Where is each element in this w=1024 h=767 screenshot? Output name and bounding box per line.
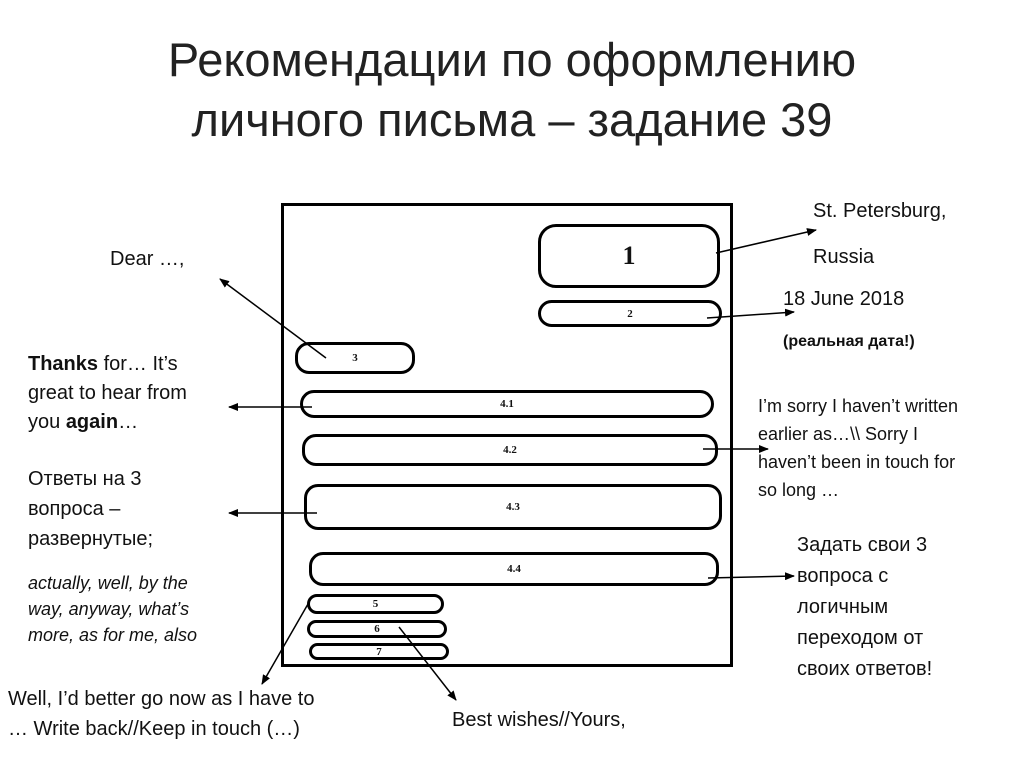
slot-5: 5 <box>307 594 444 614</box>
arrow-greeting <box>219 278 327 359</box>
answers-line-2: вопроса – <box>28 498 121 520</box>
address-country: Russia <box>813 246 875 268</box>
linkers-text: actually, well, by the way, anyway, what… <box>28 570 197 648</box>
answers-line-3: развернутые; <box>28 528 154 550</box>
questions-line-2: вопроса с <box>797 565 889 587</box>
questions-line-1: Задать свои 3 <box>797 534 928 556</box>
thanks-line-1: Thanks for… It’s <box>28 350 187 379</box>
slot-6: 6 <box>307 620 447 638</box>
letter-frame <box>281 203 733 667</box>
sorry-line-4: so long … <box>758 480 840 500</box>
thanks-line-3: you again… <box>28 408 187 437</box>
arrow-signoff <box>398 626 457 701</box>
linkers-line-1: actually, well, by the <box>28 573 188 593</box>
page-title: Рекомендации по оформлению личного письм… <box>0 30 1024 150</box>
closing-text: Well, I’d better go now as I have to … W… <box>8 684 314 744</box>
date-text: 18 June 2018 <box>783 288 905 310</box>
title-line-2: личного письма – задание 39 <box>191 93 833 146</box>
answers-line-1: Ответы на 3 <box>28 468 142 490</box>
slot-2-date: 2 <box>538 300 722 327</box>
questions-line-4: переходом от <box>797 627 924 649</box>
slot-1-address: 1 <box>538 224 720 288</box>
signoff-text: Best wishes//Yours, <box>452 709 626 731</box>
linkers-line-2: way, anyway, what’s <box>28 599 190 619</box>
arrow-address <box>715 228 817 254</box>
title-line-1: Рекомендации по оформлению <box>167 33 857 86</box>
thanks-line-1-rest: for… It’s <box>98 353 178 375</box>
arrow-closing <box>261 603 309 685</box>
greeting-text: Dear …, <box>110 248 185 270</box>
linkers-line-3: more, as for me, also <box>28 625 198 645</box>
slot-4-2: 4.2 <box>302 434 718 466</box>
slot-3-greeting: 3 <box>295 342 415 374</box>
closing-line-1: Well, I’d better go now as I have to <box>8 688 315 710</box>
sorry-line-1: I’m sorry I haven’t written <box>758 396 959 416</box>
address-city: St. Petersburg, <box>813 200 947 222</box>
sorry-line-3: haven’t been in touch for <box>758 452 956 472</box>
slot-4-4: 4.4 <box>309 552 719 586</box>
closing-line-2: … Write back//Keep in touch (…) <box>8 718 300 740</box>
thanks-text: Thanks for… It’s great to hear from you … <box>28 350 187 437</box>
slot-4-1: 4.1 <box>300 390 714 418</box>
questions-line-3: логичным <box>797 596 889 618</box>
arrow-questions <box>707 572 795 581</box>
thanks-line-2: great to hear from <box>28 382 187 404</box>
address-text: St. Petersburg, Russia <box>813 188 946 280</box>
sorry-text: I’m sorry I haven’t written earlier as…\… <box>758 392 958 504</box>
date-note: (реальная дата!) <box>783 333 915 350</box>
slot-4-3: 4.3 <box>304 484 722 530</box>
questions-line-5: своих ответов! <box>797 658 933 680</box>
questions-text: Задать свои 3 вопроса с логичным переход… <box>797 530 932 685</box>
answers-text: Ответы на 3 вопроса – развернутые; <box>28 464 153 554</box>
thanks-bold-word: Thanks <box>28 353 99 375</box>
thanks-line-3-start: you <box>28 411 66 433</box>
thanks-line-3-end: … <box>118 411 139 433</box>
arrow-date <box>706 308 795 319</box>
sorry-line-2: earlier as…\\ Sorry I <box>758 424 919 444</box>
thanks-again-word: again <box>65 411 119 433</box>
